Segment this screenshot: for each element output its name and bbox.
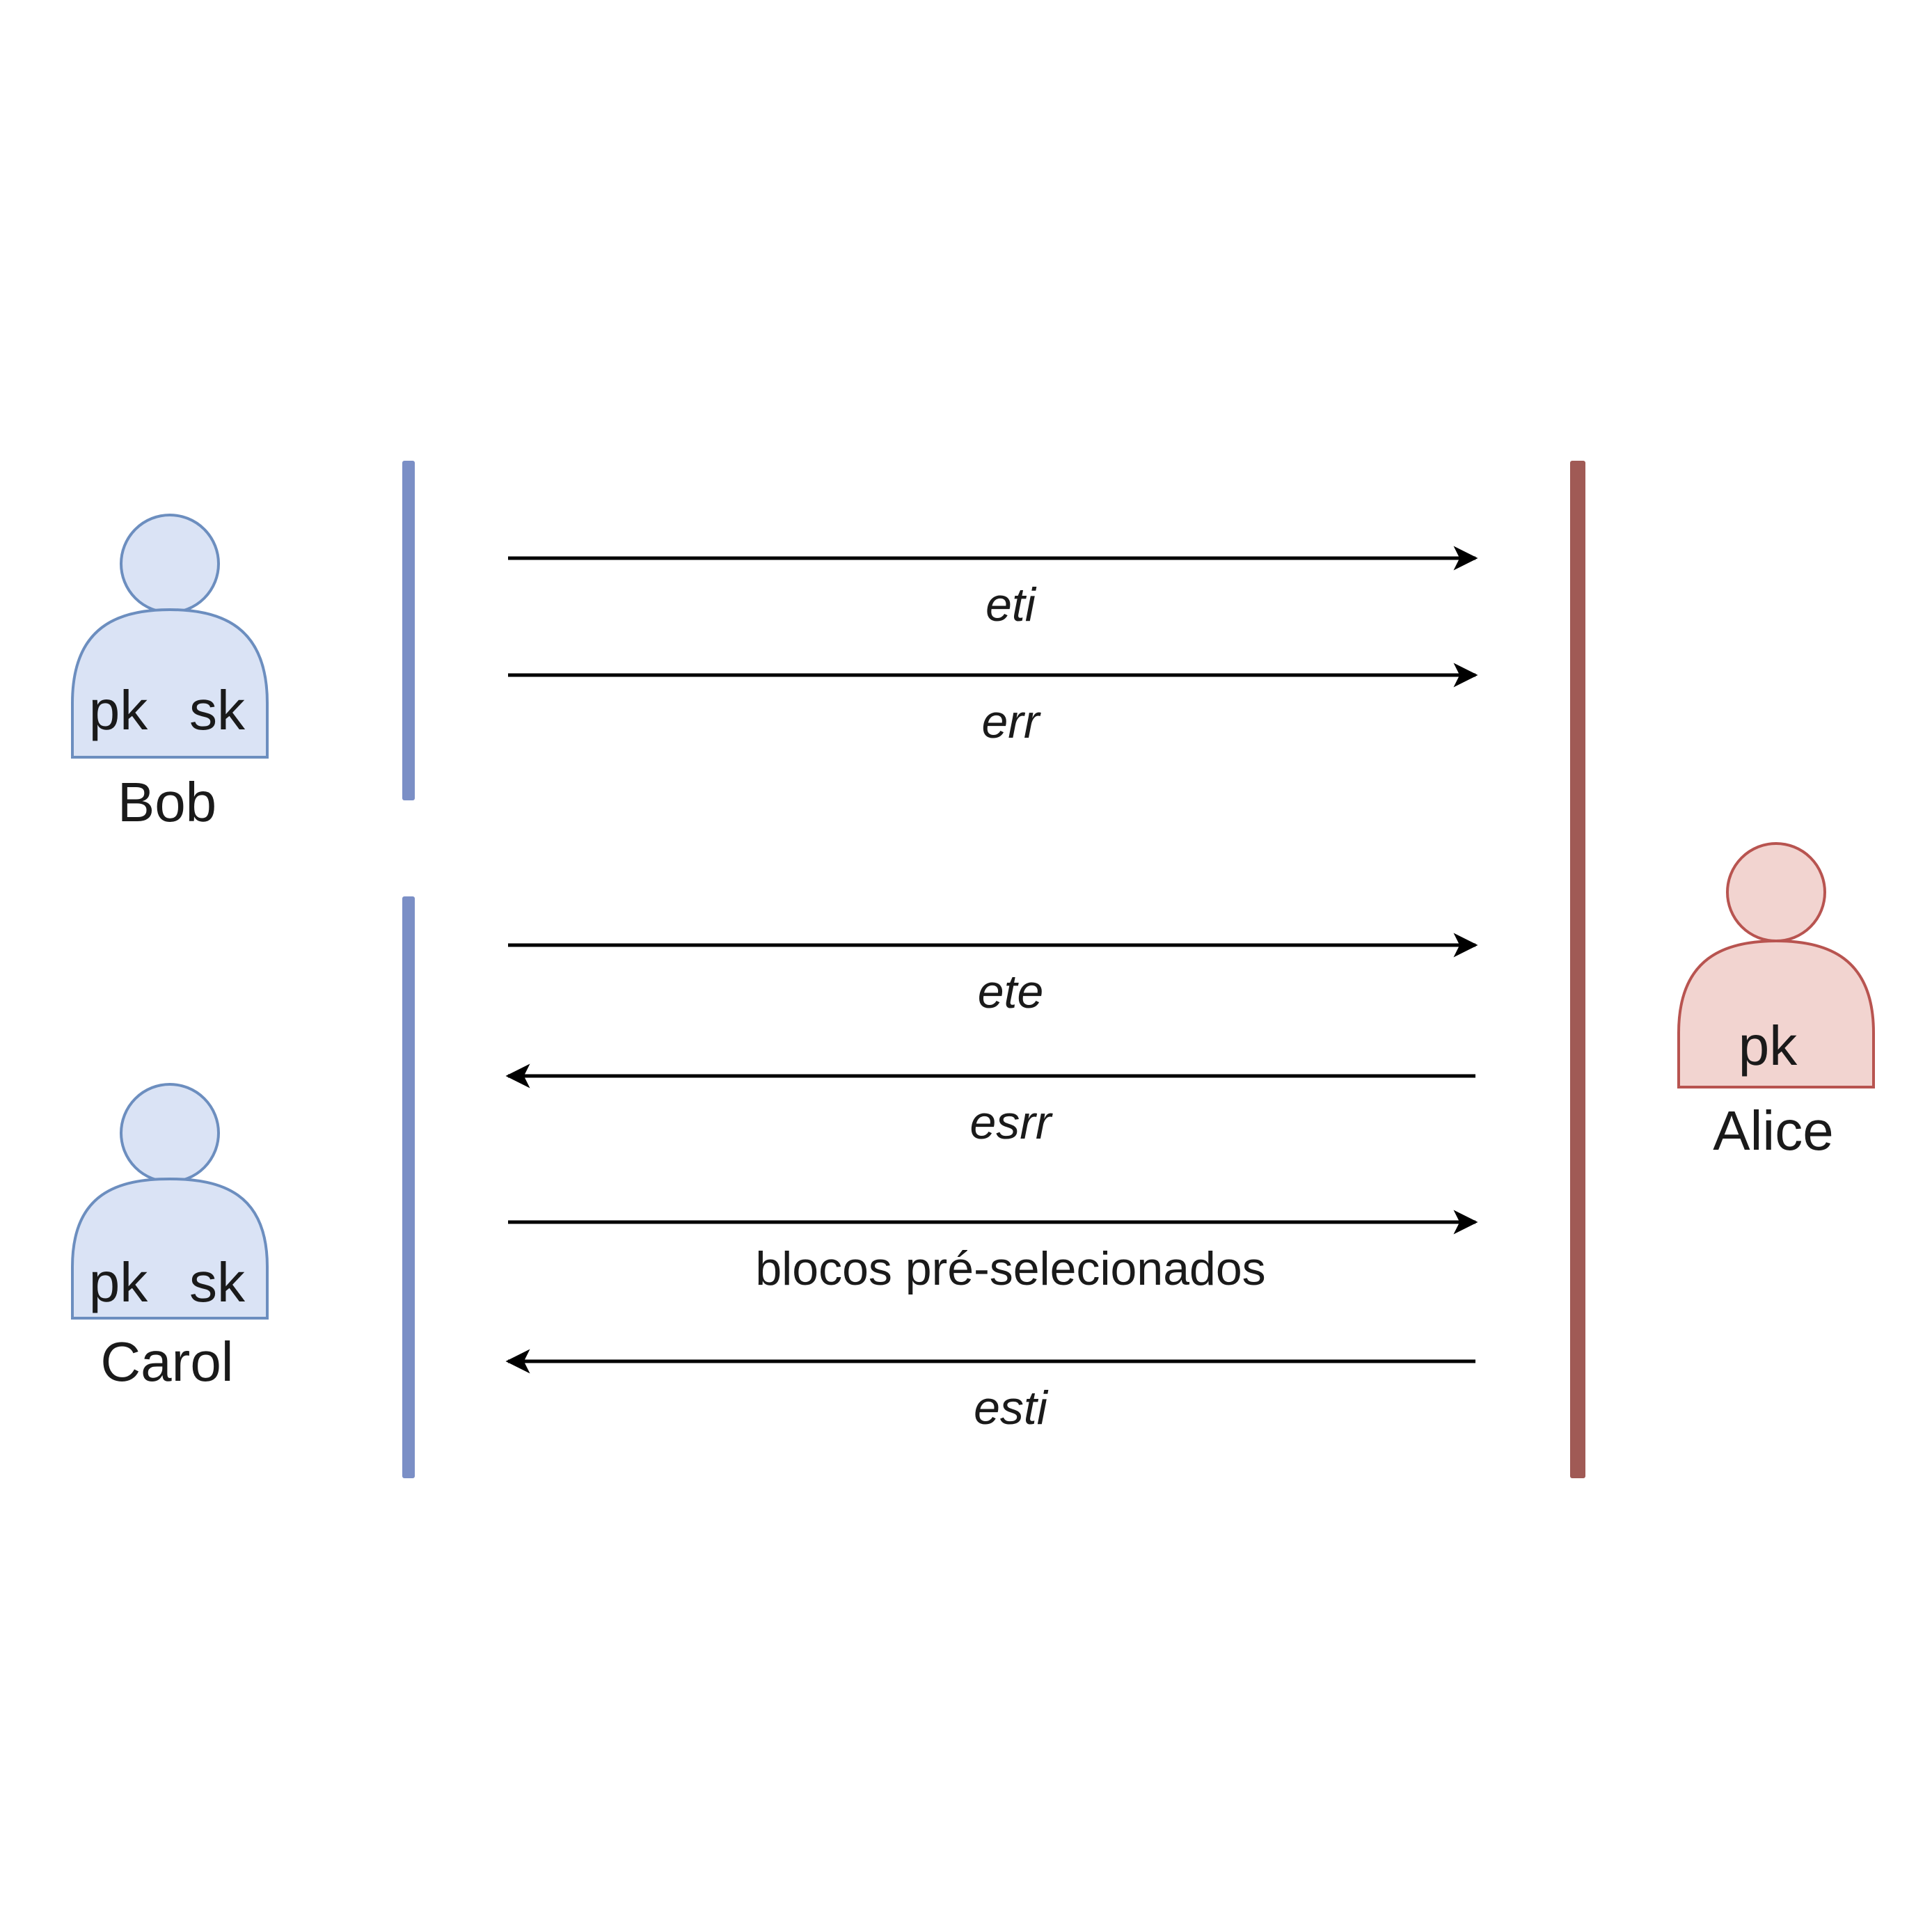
message-label-1: eti <box>985 578 1037 631</box>
carol-sk-label: sk <box>189 1251 246 1313</box>
bob-body <box>71 608 269 759</box>
message-label-5: blocos pré-selecionados <box>755 1242 1265 1295</box>
carol-body <box>71 1177 269 1320</box>
alice-head <box>1726 842 1826 942</box>
alice-name: Alice <box>1713 1100 1833 1162</box>
alice-body <box>1677 939 1875 1088</box>
message-label-3: ete <box>978 965 1044 1018</box>
bob-head <box>120 514 220 614</box>
alice-pk-label: pk <box>1739 1015 1798 1077</box>
bob-lifeline <box>402 461 415 800</box>
bob-sk-label: sk <box>189 679 246 741</box>
message-label-2: err <box>981 695 1040 748</box>
carol-lifeline <box>402 896 415 1478</box>
carol-head <box>120 1083 220 1183</box>
actor-bob: pk sk Bob <box>71 514 269 833</box>
actor-alice: pk Alice <box>1677 842 1875 1162</box>
actor-carol: pk sk Carol <box>71 1083 269 1393</box>
message-label-6: esti <box>974 1381 1049 1434</box>
messages-group: eti err ete esrr blocos pré-selecionados esti <box>505 546 1478 1434</box>
carol-name: Carol <box>100 1331 233 1393</box>
bob-pk-label: pk <box>89 679 148 741</box>
alice-lifeline <box>1570 461 1585 1478</box>
carol-pk-label: pk <box>89 1251 148 1313</box>
bob-name: Bob <box>118 771 216 833</box>
message-label-4: esrr <box>969 1096 1052 1149</box>
